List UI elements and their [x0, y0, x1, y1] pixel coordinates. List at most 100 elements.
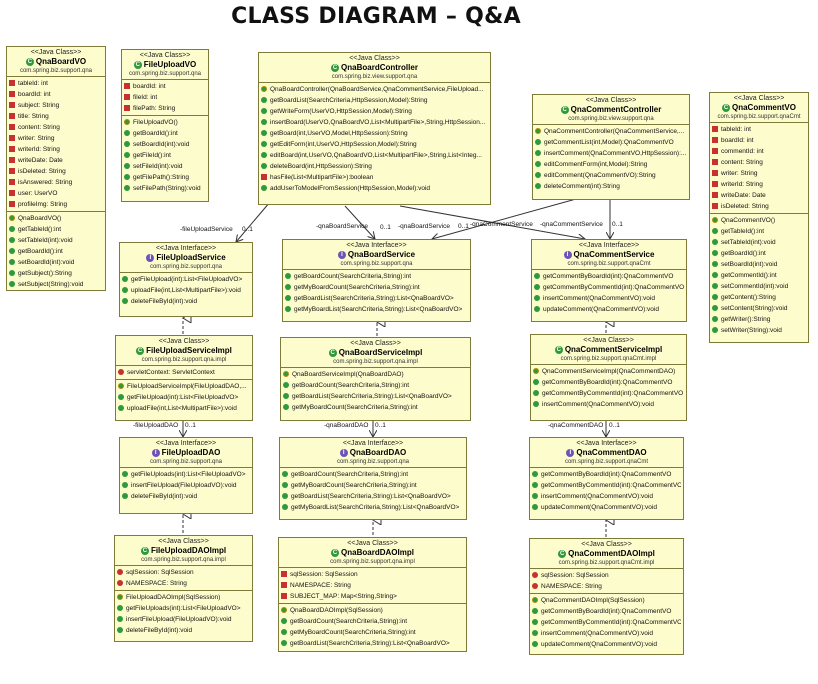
public-method-icon [261, 152, 267, 159]
methods-section: QnaCommentDAOImpl(SqlSession) getCommentB… [530, 594, 683, 651]
fields-section: servletContext: ServletContext [116, 366, 252, 380]
method-text: QnaBoardServiceImpl(QnaBoardDAO) [292, 371, 404, 378]
method-row: getSubject():String [9, 268, 103, 279]
field-row: isDeleted: String [9, 166, 103, 177]
package-name: com.spring.biz.support.qna.impl [333, 359, 418, 365]
method-text: setTableId(int):void [18, 237, 73, 244]
public-method-icon [124, 174, 130, 181]
class-name-text: QnaBoardController [341, 63, 418, 72]
public-method-icon [117, 627, 123, 634]
stereotype-label: <<Java Interface>> [576, 440, 637, 447]
field-text: writerId: String [721, 181, 763, 188]
private-field-icon [9, 124, 15, 131]
method-text: getCommentByCommentId(int):QnaCommentVO [541, 482, 681, 489]
edge-label-qnaboardservice: -qnaBoardService [316, 223, 369, 230]
field-row: sqlSession: SqlSession [281, 569, 464, 580]
method-text: getCommentByBoardId(int):QnaCommentVO [541, 471, 672, 478]
private-field-icon [9, 91, 15, 98]
method-row: getCommentByBoardId(int):QnaCommentVO [534, 271, 684, 282]
method-text: setTableId(int):void [721, 239, 776, 246]
method-text: getMyBoardList(SearchCriteria,String):Li… [291, 504, 460, 511]
field-row: subject: String [9, 100, 103, 111]
public-method-icon [118, 383, 124, 390]
method-row: getFileUploads(int):List<FileUploadVO> [117, 603, 250, 614]
method-row: getBoardList(SearchCriteria,String):List… [285, 293, 468, 304]
public-method-icon [261, 130, 267, 137]
class-name-text: QnaBoardDAO [349, 448, 407, 457]
method-row: getCommentByBoardId(int):QnaCommentVO [532, 606, 681, 617]
method-row: deleteFileById(int):void [122, 296, 250, 307]
edge-label-qnaboarddao: -qnaBoardDAO [324, 422, 369, 429]
method-row: uploadFile(int,List<MultipartFile>):void [118, 403, 250, 414]
method-text: getBoardId():int [721, 250, 766, 257]
method-row: getBoardCount(SearchCriteria,String):int [283, 380, 468, 391]
field-row: servletContext: ServletContext [118, 367, 250, 378]
private-field-icon [712, 159, 718, 166]
field-text: boardId: int [133, 83, 166, 90]
method-row: QnaCommentVO() [712, 215, 806, 226]
method-row: setFilePath(String):void [124, 183, 206, 194]
public-method-icon [285, 273, 291, 280]
method-row: getBoardList(SearchCriteria,HttpSession,… [261, 95, 488, 106]
method-text: deleteComment(int):String [544, 183, 620, 190]
private-field-icon [118, 369, 124, 376]
methods-section: QnaBoardController(QnaBoardService,QnaCo… [259, 83, 490, 195]
public-method-icon [712, 294, 718, 301]
stereotype-label: <<Java Class>> [583, 337, 634, 344]
method-row: getCommentByCommentId(int):QnaCommentVO [533, 388, 684, 399]
class-name-text: QnaBoardServiceImpl [338, 348, 423, 357]
public-method-icon [712, 239, 718, 246]
method-text: getMyBoardCount(SearchCriteria,String):i… [292, 404, 418, 411]
method-text: getTableId():int [18, 226, 61, 233]
method-text: QnaCommentDAOImpl(SqlSession) [541, 597, 645, 604]
method-text: deleteFileById(int):void [131, 298, 198, 305]
method-text: QnaCommentController(QnaCommentService,.… [544, 128, 685, 135]
private-field-icon [9, 113, 15, 120]
class-icon: C [25, 57, 34, 66]
package-name: com.spring.biz.view.support.qna [331, 74, 418, 80]
public-method-icon [118, 394, 124, 401]
method-text: insertComment(QnaCommentVO):void [542, 401, 654, 408]
edge-mult-fileuploadservice: 0..1 [242, 226, 253, 233]
field-row: SUBJECT_MAP: Map<String,String> [281, 591, 464, 602]
method-row: QnaBoardVO() [9, 213, 103, 224]
field-text: writer: String [721, 170, 758, 177]
field-text: writeDate: Date [18, 157, 63, 164]
method-row: setBoardId(int):void [712, 259, 806, 270]
method-row: getTableId():int [712, 226, 806, 237]
edge-label-qnaboardservice-2: -qnaBoardService [398, 223, 451, 230]
public-method-icon [712, 272, 718, 279]
field-row: NAMESPACE: String [281, 580, 464, 591]
public-method-icon [282, 493, 288, 500]
method-text: insertFileUpload(FileUploadVO):void [131, 482, 237, 489]
methods-section: getBoardCount(SearchCriteria,String):int… [283, 270, 470, 316]
class-icon: C [140, 546, 149, 555]
field-row: writeDate: Date [9, 155, 103, 166]
method-row: getCommentByBoardId(int):QnaCommentVO [533, 377, 684, 388]
method-row: getCommentByBoardId(int):QnaCommentVO [532, 469, 681, 480]
method-text: setCommentId(int):void [721, 283, 789, 290]
class-name-text: FileUploadServiceImpl [146, 346, 232, 355]
method-row: setFileId(int):void [124, 161, 206, 172]
method-text: getMyBoardCount(SearchCriteria,String):i… [290, 629, 416, 636]
public-method-icon [282, 504, 288, 511]
method-row: QnaBoardServiceImpl(QnaBoardDAO) [283, 369, 468, 380]
method-text: QnaBoardDAOImpl(SqlSession) [290, 607, 383, 614]
private-field-icon [712, 137, 718, 144]
stereotype-label: <<Java Class>> [158, 338, 210, 345]
method-row: getFileUpload(int):List<FileUploadVO> [118, 392, 250, 403]
method-text: getCommentList(int,Model):QnaCommentVO [544, 139, 674, 146]
field-text: NAMESPACE: String [541, 583, 602, 590]
